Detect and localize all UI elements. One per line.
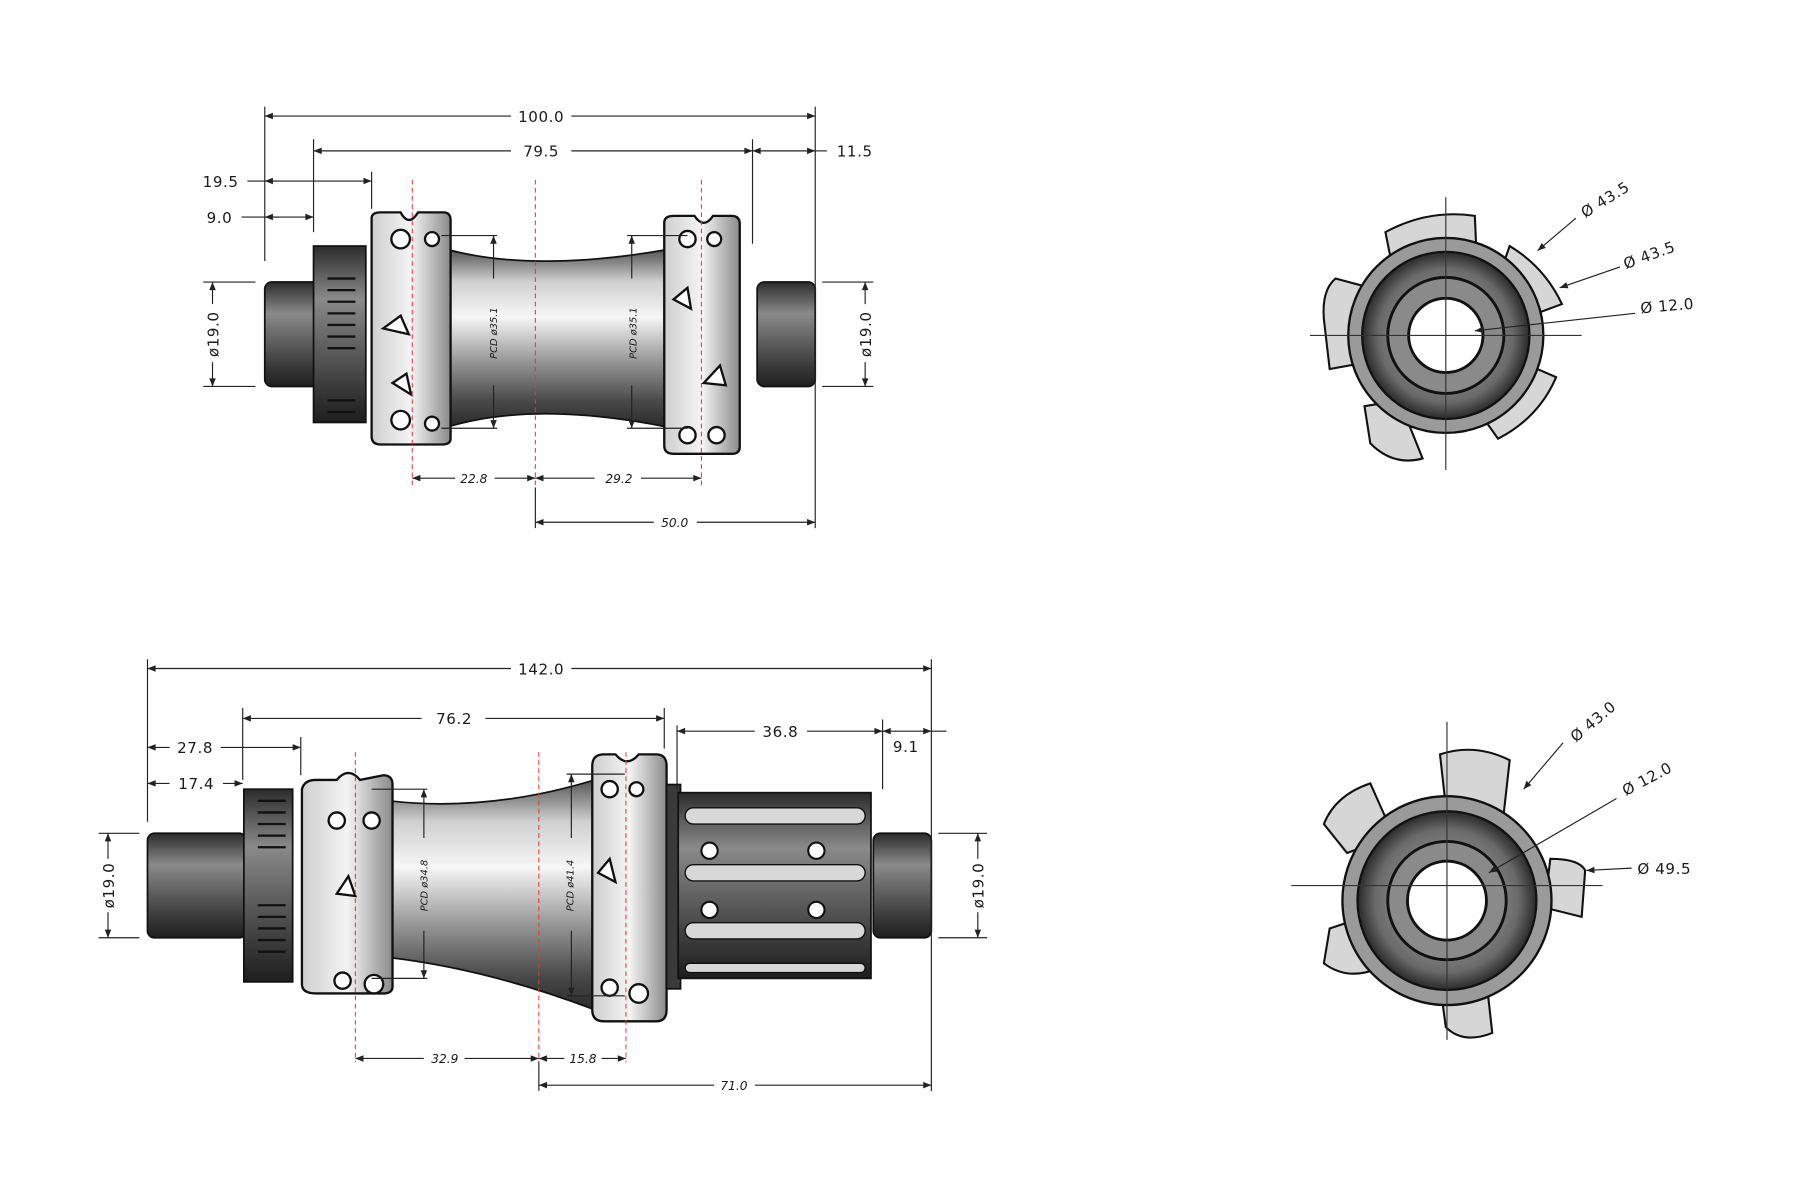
front-hub-end-view: Ø 43.5 Ø 43.5 Ø 12.0 [1309, 178, 1695, 471]
left-flange [370, 211, 452, 446]
rear-right-end-offset: 9.1 [893, 738, 919, 756]
rear-left-flange-to-center: 32.9 [431, 1052, 458, 1066]
rear-left-pcd: PCD ø34.8 [419, 860, 430, 912]
rear-right-pcd: PCD ø41.4 [566, 860, 577, 912]
front-flange-to-flange: 79.5 [523, 143, 559, 161]
front-end-flange-dia-1: Ø 43.5 [1578, 178, 1633, 222]
front-left-rotor-offset: 9.0 [207, 209, 233, 227]
front-right-offset: 11.5 [837, 143, 873, 161]
front-overall-width: 100.0 [518, 108, 564, 126]
freehub-hole-icons [700, 841, 826, 920]
rear-freehub-length: 36.8 [762, 723, 798, 741]
front-right-pcd: PCD ø35.1 [628, 307, 639, 359]
right-axle-cap [756, 281, 817, 388]
rear-center-to-right-flange: 15.8 [569, 1052, 596, 1066]
rear-end-axle-bore: Ø 12.0 [1619, 759, 1675, 800]
rear-right-axle-diameter: ø19.0 [970, 863, 988, 909]
front-center-to-end: 50.0 [661, 516, 688, 530]
right-flange [663, 214, 741, 455]
rear-hub-end-view: Ø 43.0 Ø 12.0 Ø 49.5 [1291, 698, 1691, 1040]
rear-end-freehub-dia: Ø 49.5 [1637, 860, 1691, 878]
rear-right-flange [591, 753, 668, 1023]
rotor-lockring [312, 245, 367, 424]
freehub-spline-icons [684, 807, 866, 974]
rear-overall-width: 142.0 [518, 660, 564, 678]
rear-left-rotor-offset: 17.4 [178, 775, 214, 793]
front-end-flange-dia-2: Ø 43.5 [1621, 238, 1678, 273]
front-right-axle-diameter: ø19.0 [857, 311, 875, 357]
rear-flange-to-flange: 76.2 [436, 710, 472, 728]
front-end-axle-bore: Ø 12.0 [1640, 295, 1695, 318]
rear-rotor-lockring [243, 788, 294, 983]
rear-hub-side-view: 142.0 76.2 27.8 17.4 36.8 9.1 ø19.0 ø19.… [98, 659, 988, 1093]
front-hub-side-view: 100.0 79.5 11.5 19.5 9.0 ø19.0 ø19.0 PCD… [203, 106, 875, 530]
rear-right-axle-cap [872, 832, 933, 939]
front-left-flange-to-center: 22.8 [460, 472, 487, 486]
spoke-hole-icons [380, 228, 728, 445]
rear-left-flange-offset: 27.8 [177, 739, 213, 757]
front-center-to-right-flange: 29.2 [605, 472, 632, 486]
rear-lockring-teeth-icon [257, 799, 286, 953]
lockring-teeth-icon [327, 277, 356, 414]
front-left-flange-offset: 19.5 [203, 173, 239, 191]
rear-spoke-hole-icons [327, 779, 650, 1004]
rear-end-flange-dia: Ø 43.0 [1567, 698, 1620, 746]
rear-left-axle-cap [146, 832, 248, 939]
rear-left-axle-diameter: ø19.0 [100, 863, 118, 909]
front-left-pcd: PCD ø35.1 [489, 307, 500, 359]
rear-center-to-end: 71.0 [720, 1079, 747, 1093]
front-left-axle-diameter: ø19.0 [204, 311, 222, 357]
